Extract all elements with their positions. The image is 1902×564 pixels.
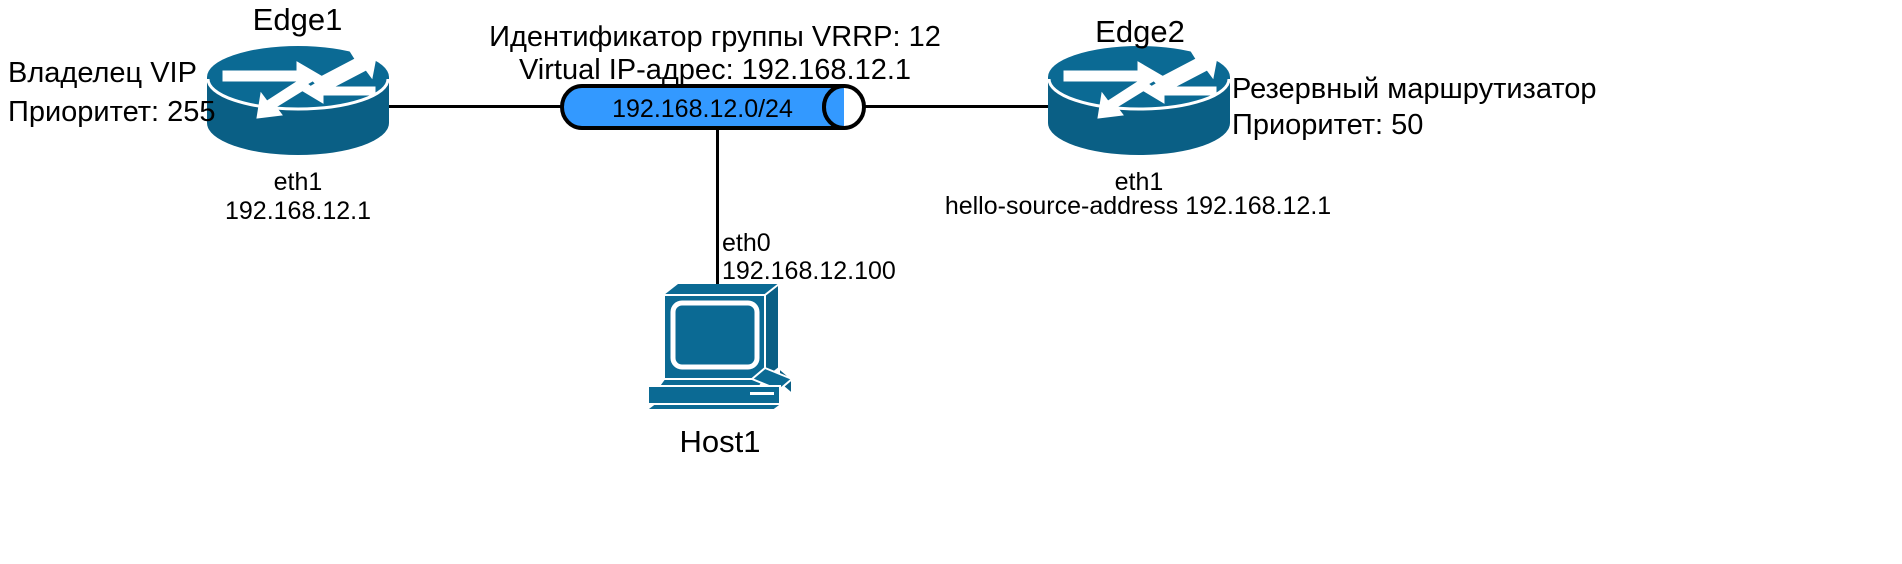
node-host1[interactable] (640, 282, 800, 412)
virtual-ip-line: Virtual IP-адрес: 192.168.12.1 (518, 54, 912, 86)
edge2-role-line1: Резервный маршрутизатор (1232, 73, 1597, 105)
host1-interface-name: eth0 (722, 229, 771, 257)
router-icon (1047, 46, 1231, 155)
edge1-interface-name: eth1 (273, 168, 323, 196)
edge2-interface-name: eth1 (1114, 168, 1164, 196)
edge2-hello-source: hello-source-address 192.168.12.1 (944, 192, 1332, 220)
host1-title: Host1 (679, 424, 761, 459)
edge1-role-line2: Приоритет: 255 (8, 96, 216, 128)
edge1-interface-ip: 192.168.12.1 (225, 197, 371, 225)
edge2-role-line2: Приоритет: 50 (1232, 109, 1424, 141)
node-network-bus[interactable]: 192.168.12.0/24 (560, 84, 866, 130)
edge1-title: Edge1 (252, 2, 343, 37)
host1-interface-ip: 192.168.12.100 (722, 257, 896, 285)
node-edge1[interactable] (205, 45, 391, 165)
link-network-to-host1 (716, 126, 719, 286)
edge1-role-line1: Владелец VIP (8, 57, 197, 89)
network-bus-icon (560, 84, 866, 130)
router-icon (206, 46, 390, 155)
node-edge2[interactable] (1046, 45, 1232, 165)
link-edge1-to-network (388, 105, 566, 108)
workstation-icon (645, 283, 793, 411)
edge2-title: Edge2 (1095, 14, 1185, 49)
vrrp-group-line: Идентификатор группы VRRP: 12 (489, 21, 941, 53)
link-network-to-edge2 (861, 105, 1061, 108)
